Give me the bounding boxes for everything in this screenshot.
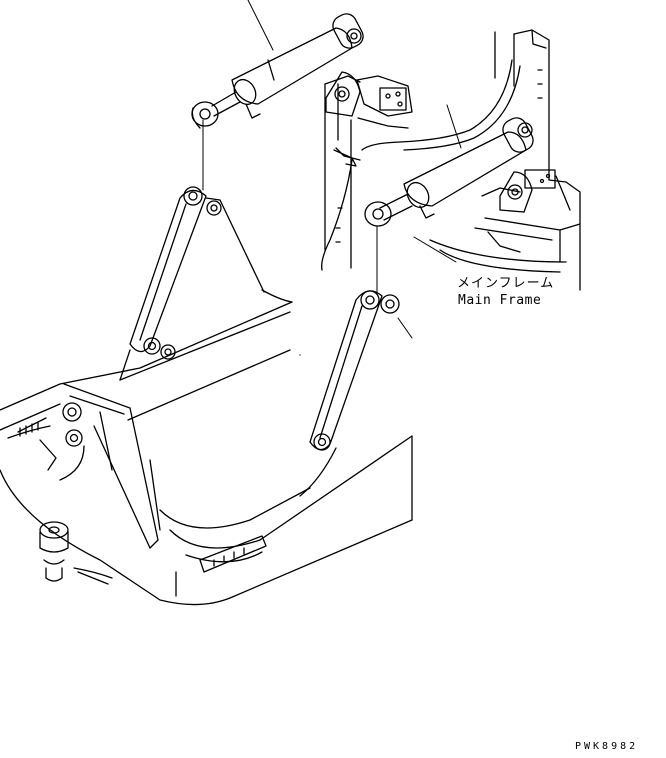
leader-main-frame [414,237,456,262]
leader-lower-cylinder [447,105,461,148]
lower-cylinder [365,114,537,226]
center-bracket [322,76,412,270]
left-lift-arm [120,187,292,380]
main-frame-label-jp: メインフレーム [457,276,555,291]
main-frame [362,30,580,290]
leader-lines [203,0,461,338]
bucket-frame [0,302,412,605]
drawing-code: PWK8982 [575,741,639,752]
right-lift-arm [310,291,399,450]
leader-pin [398,318,412,338]
cylinder-mounts [326,72,532,252]
hitch-coupling [40,522,112,584]
main-frame-label-en: Main Frame [458,293,542,308]
leader-upper-cylinder [248,0,273,50]
upper-cylinder [192,10,367,128]
